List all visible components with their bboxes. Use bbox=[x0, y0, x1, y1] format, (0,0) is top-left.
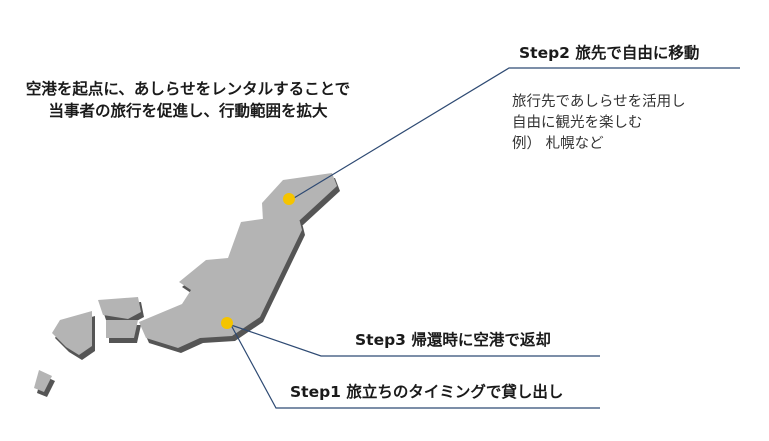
shikoku-east bbox=[98, 297, 141, 319]
japan-map bbox=[34, 173, 340, 397]
step1-connector bbox=[230, 324, 600, 409]
honshu bbox=[139, 214, 302, 348]
connector-lines bbox=[230, 67, 740, 409]
headline: 空港を起点に、あしらせをレンタルすることで 当事者の旅行を促進し、行動範囲を拡大 bbox=[8, 78, 368, 122]
step2-connector bbox=[288, 67, 740, 202]
tokyo-airport-marker bbox=[221, 317, 233, 329]
step1-label: Step1 旅立ちのタイミングで貸し出し bbox=[290, 383, 564, 401]
shikoku bbox=[106, 320, 138, 338]
step2-description-line-2: 自由に観光を楽しむ bbox=[512, 115, 643, 131]
step2-description-line-1: 旅行先であしらせを活用し bbox=[512, 94, 686, 110]
headline-line-2: 当事者の旅行を促進し、行動範囲を拡大 bbox=[48, 102, 328, 120]
step2-description: 旅行先であしらせを活用し 自由に観光を楽しむ 例） 札幌など bbox=[512, 92, 686, 155]
hokkaido bbox=[262, 173, 337, 221]
headline-line-1: 空港を起点に、あしらせをレンタルすることで bbox=[25, 80, 351, 98]
step3-connector bbox=[230, 324, 600, 357]
step2-description-line-3: 例） 札幌など bbox=[512, 136, 604, 152]
sapporo-marker bbox=[283, 193, 295, 205]
step3-label: Step3 帰還時に空港で返却 bbox=[355, 331, 551, 349]
kyushu bbox=[52, 311, 92, 355]
step2-label: Step2 旅先で自由に移動 bbox=[519, 44, 700, 62]
okinawa bbox=[34, 370, 52, 392]
